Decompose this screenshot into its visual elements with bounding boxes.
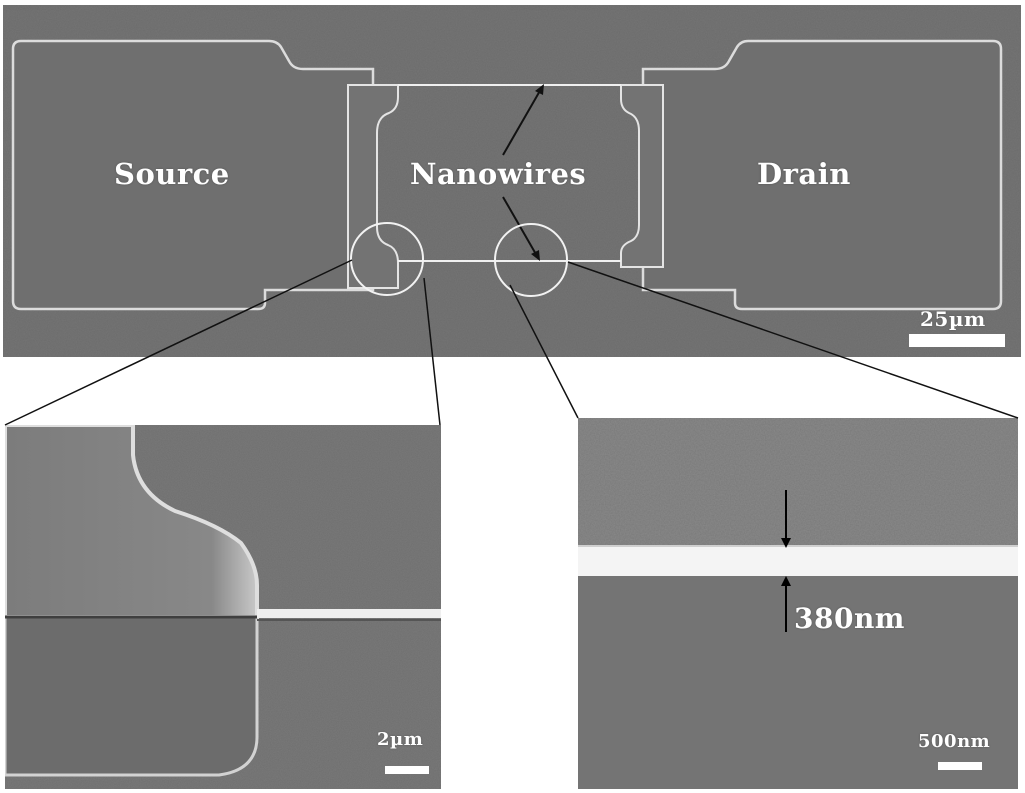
scale-bar-label-top: 25µm	[920, 307, 986, 331]
scale-bar-label-left: 2µm	[377, 729, 424, 750]
scale-bar-left	[385, 766, 429, 774]
inner-contact-left	[347, 84, 399, 289]
sem-inset-nanowire-width: 380nm 500nm	[578, 418, 1018, 789]
lower-region	[578, 576, 1018, 789]
arrowhead-top	[535, 84, 544, 95]
measure-arrowhead-top	[781, 538, 791, 548]
contact-pad-upper	[5, 425, 259, 619]
inner-contact-right	[620, 84, 664, 268]
device-layout-graphic	[3, 5, 1021, 357]
arrow-to-top-nanowire	[502, 88, 542, 156]
source-label: Source	[114, 157, 230, 191]
contact-corner-graphic	[5, 425, 441, 789]
arrowhead-bottom	[531, 250, 540, 261]
drain-label: Drain	[757, 157, 851, 191]
sem-inset-contact-corner: 2µm	[5, 425, 441, 789]
upper-region-texture	[578, 418, 1018, 546]
measure-arrowhead-bottom	[781, 576, 791, 586]
scale-bar-label-right: 500nm	[918, 731, 991, 752]
nanowire-wide	[578, 546, 1018, 576]
nanowires-label: Nanowires	[410, 157, 587, 191]
width-annotation: 380nm	[794, 602, 905, 635]
nanowire-width-graphic	[578, 418, 1018, 789]
scale-bar-right	[938, 762, 982, 770]
nanowire-segment-left-inset	[257, 609, 441, 618]
scale-bar-top	[909, 334, 1005, 347]
contact-pad-lower	[5, 615, 259, 777]
zoom-circle-left	[350, 222, 424, 296]
sem-overview-image: Source Nanowires Drain 25µm	[3, 5, 1021, 357]
